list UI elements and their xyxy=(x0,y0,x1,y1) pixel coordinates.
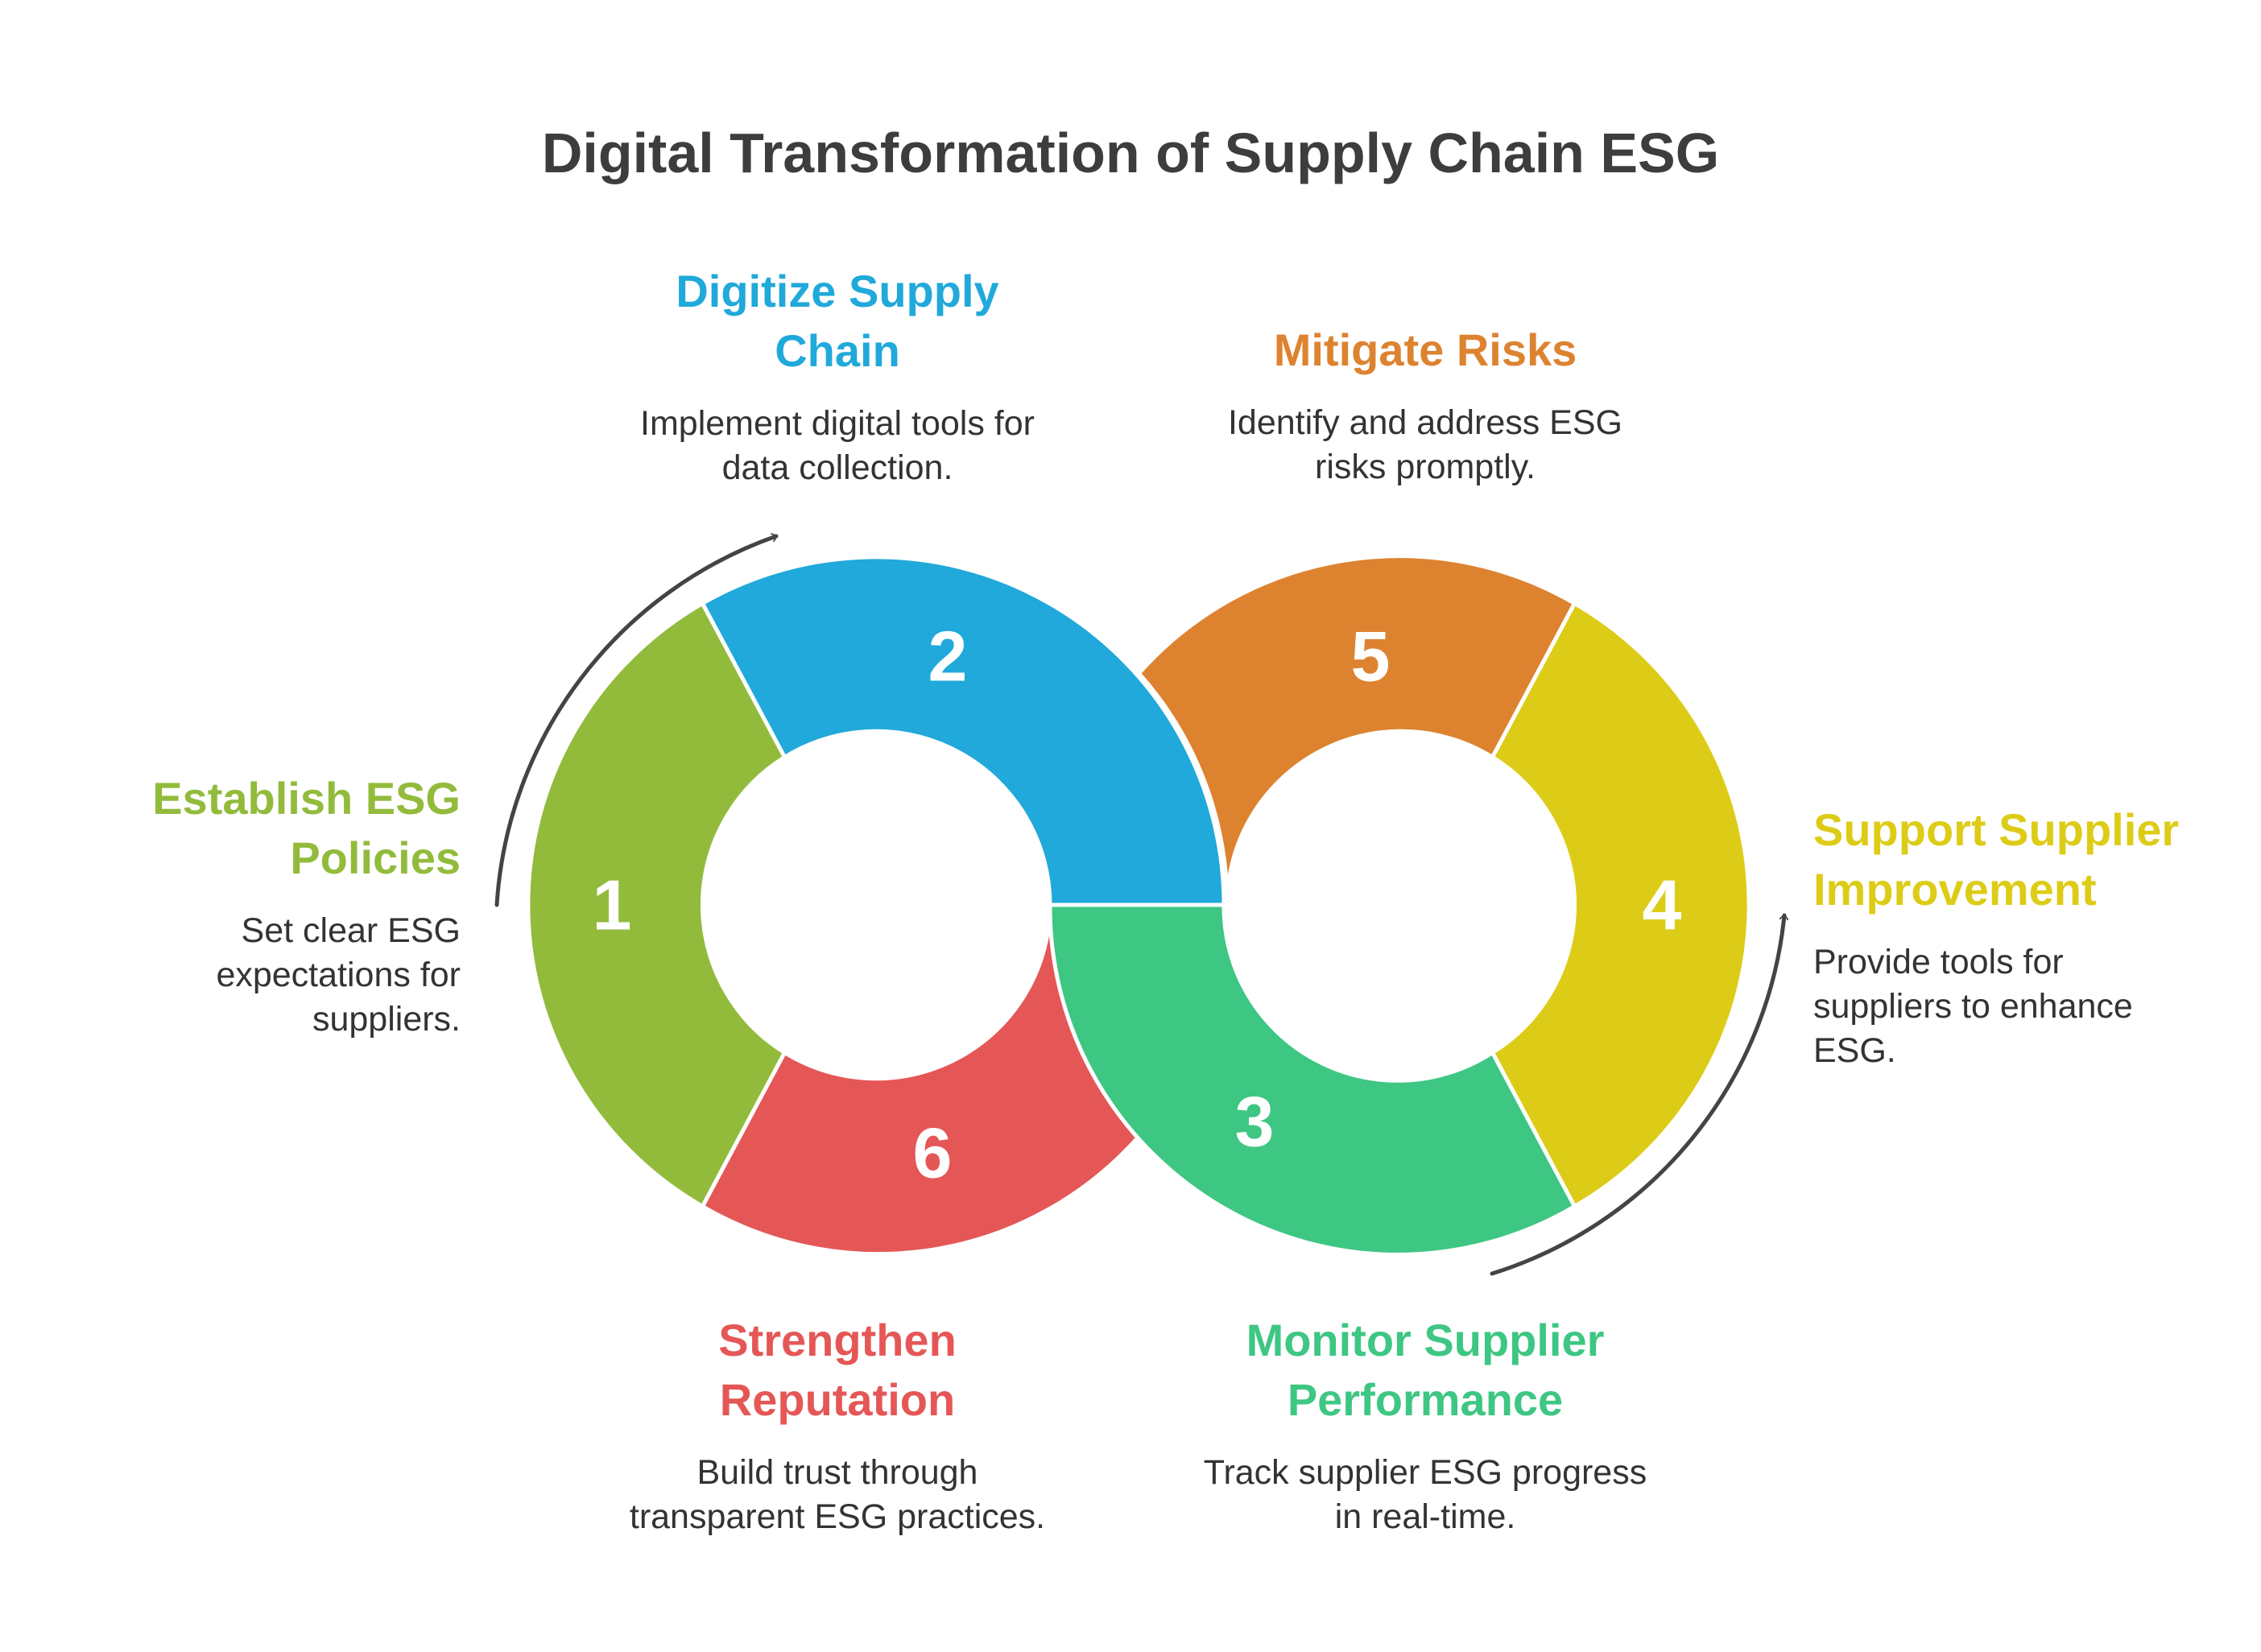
segment-4 xyxy=(1490,601,1751,1208)
step-5-text: Mitigate Risks Identify and address ESG … xyxy=(1184,320,1667,489)
step-1-text: Establish ESG Policies Set clear ESG exp… xyxy=(0,769,461,1042)
flow-arrow-left xyxy=(494,533,779,907)
step-2-description: Implement digital tools for data collect… xyxy=(640,404,1035,487)
step-6-title: Strengthen Reputation xyxy=(718,1315,957,1425)
step-number-3: 3 xyxy=(1235,1082,1275,1162)
step-number-1: 1 xyxy=(593,865,632,945)
step-4-title: Support Supplier Improvement xyxy=(1813,804,2180,915)
step-3-title: Monitor Supplier Performance xyxy=(1246,1315,1605,1425)
step-6-description: Build trust through transparent ESG prac… xyxy=(629,1453,1046,1536)
step-4-description: Provide tools for suppliers to enhance E… xyxy=(1813,943,2133,1070)
flow-arrow-right xyxy=(1490,913,1789,1276)
segment-3 xyxy=(1048,902,1577,1257)
step-number-5: 5 xyxy=(1351,617,1391,696)
step-4-text: Support Supplier Improvement Provide too… xyxy=(1813,800,2240,1073)
step-1-description: Set clear ESG expectations for suppliers… xyxy=(216,911,461,1039)
step-number-6: 6 xyxy=(913,1113,953,1193)
segment-1 xyxy=(526,601,787,1208)
step-3-description: Track supplier ESG progress in real-time… xyxy=(1203,1453,1647,1536)
step-6-text: Strengthen Reputation Build trust throug… xyxy=(596,1311,1079,1539)
step-5-description: Identify and address ESG risks promptly. xyxy=(1227,403,1622,486)
segment-2 xyxy=(701,555,1226,907)
step-number-2: 2 xyxy=(928,617,968,696)
step-2-title: Digitize Supply Chain xyxy=(676,266,999,376)
step-1-title: Establish ESG Policies xyxy=(152,773,461,883)
step-number-4: 4 xyxy=(1643,865,1682,945)
page-title: Digital Transformation of Supply Chain E… xyxy=(541,122,1720,184)
step-5-title: Mitigate Risks xyxy=(1273,324,1577,375)
segment-5 xyxy=(1136,554,1577,907)
step-3-text: Monitor Supplier Performance Track suppl… xyxy=(1143,1311,1707,1539)
step-2-text: Digitize Supply Chain Implement digital … xyxy=(596,262,1079,490)
